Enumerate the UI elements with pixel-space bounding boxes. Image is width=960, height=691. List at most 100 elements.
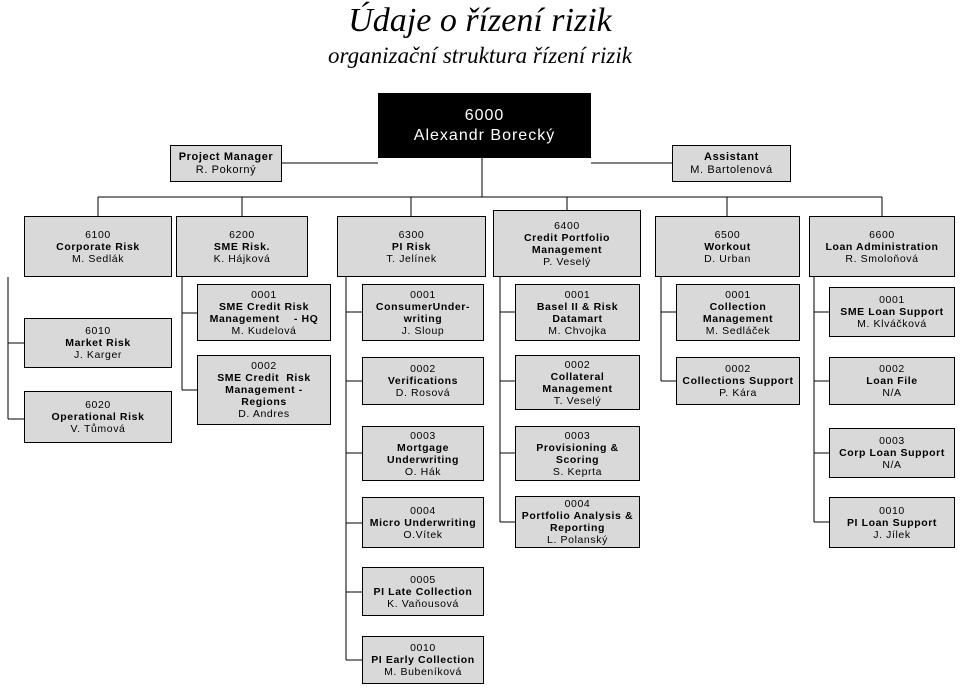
unit-collection-management: 0001 Collection Management M. Sedláček: [676, 284, 800, 341]
unit-person: J. Sloup: [401, 324, 445, 337]
unit-code: 0003: [410, 429, 436, 442]
unit-code: 6020: [85, 399, 111, 411]
unit-name-line1: Verifications: [387, 375, 459, 387]
unit-name-line2: Datamart: [552, 312, 603, 325]
unit-sme-credit-risk-hq: 0001 SME Credit Risk Management - HQ M. …: [197, 284, 331, 341]
unit-person: V. Tůmová: [70, 423, 126, 435]
dept-person: M. Sedlák: [71, 252, 125, 265]
dept-name: PI Risk: [391, 240, 432, 253]
unit-code: 0010: [410, 642, 436, 654]
dept-corporate-risk: 6100 Corporate Risk M. Sedlák: [24, 216, 172, 277]
unit-person: N/A: [882, 459, 902, 471]
unit-name-line1: Collection: [709, 300, 767, 313]
unit-name-line1: Basel II & Risk: [536, 300, 619, 313]
unit-name-line1: Mortgage: [396, 441, 450, 454]
assistant-box: Assistant M. Bartolenová: [672, 145, 791, 182]
unit-code: 0002: [725, 363, 751, 375]
unit-name-line1: SME Credit Risk: [217, 372, 311, 384]
page-subtitle: organizační struktura řízení rizik: [328, 43, 632, 68]
unit-person: M. Bubeníková: [384, 666, 462, 678]
unit-code: 0002: [410, 363, 436, 375]
unit-person: P. Kára: [719, 387, 757, 399]
unit-person: D. Andres: [238, 408, 290, 420]
project-manager-box: Project Manager R. Pokorný: [170, 145, 282, 182]
dept-person: K. Hájková: [213, 252, 271, 265]
page-title: Údaje o řízení rizik: [348, 2, 612, 39]
unit-person: T. Veselý: [553, 394, 602, 407]
dept-loan-administration: 6600 Loan Administration R. Smoloňová: [809, 216, 955, 277]
unit-name-line2: Underwriting: [387, 453, 459, 466]
dept-pi-risk: 6300 PI Risk T. Jelínek: [337, 216, 486, 277]
unit-name-line1: SME Loan Support: [840, 306, 944, 318]
unit-collections-support: 0002 Collections Support P. Kára: [676, 357, 800, 405]
unit-name-line2: Reporting: [550, 522, 605, 534]
dept-name: Loan Administration: [825, 240, 939, 253]
unit-code: 0001: [564, 288, 591, 301]
unit-market-risk: 6010 Market Risk J. Karger: [24, 318, 172, 368]
unit-sme-credit-risk-regions: 0002 SME Credit Risk Management - Region…: [197, 355, 331, 425]
unit-name-line1: Collections Support: [682, 375, 794, 387]
unit-code: 0002: [879, 363, 905, 375]
dept-workout: 6500 Workout D. Urban: [655, 216, 800, 277]
dept-code: 6500: [714, 228, 741, 241]
unit-name-line2: Management - HQ: [209, 312, 319, 325]
dept-person: D. Urban: [704, 252, 751, 265]
unit-person: S. Keprta: [552, 465, 603, 478]
unit-name: Operational Risk: [51, 411, 145, 423]
unit-name-line1: SME Credit Risk: [218, 300, 310, 313]
unit-person: M. Klváčková: [857, 318, 927, 330]
dept-name: Credit Portfolio Management: [523, 231, 610, 256]
unit-person: D. Rosová: [395, 387, 451, 399]
unit-code: 0001: [410, 288, 436, 301]
unit-name-line1: Loan File: [866, 375, 918, 387]
unit-pi-late-collection: 0005 PI Late Collection K. Vaňousová: [362, 567, 484, 616]
unit-code: 0001: [879, 294, 905, 306]
unit-name-line1: PI Early Collection: [371, 654, 475, 666]
unit-pi-loan-support: 0010 PI Loan Support J. Jílek: [829, 497, 955, 548]
unit-person: O. Hák: [404, 465, 442, 478]
unit-name: Market Risk: [65, 337, 131, 349]
unit-name-line1: ConsumerUnder-: [375, 300, 471, 313]
unit-person: J. Karger: [74, 349, 122, 361]
dept-sme-risk: 6200 SME Risk. K. Hájková: [176, 216, 308, 277]
unit-name-line1: Corp Loan Support: [839, 447, 945, 459]
dept-code: 6300: [398, 228, 425, 241]
dept-name: SME Risk.: [213, 240, 271, 253]
unit-person: K. Vaňousová: [387, 597, 459, 610]
unit-name-line1: Portfolio Analysis &: [521, 510, 634, 522]
unit-name-line2: Management: [702, 312, 774, 325]
unit-name-line1: Collateral: [550, 370, 605, 383]
unit-code: 0004: [410, 504, 436, 517]
dept-person: T. Jelínek: [386, 252, 437, 265]
unit-mortgage-underwriting: 0003 Mortgage Underwriting O. Hák: [362, 426, 484, 481]
unit-name-line2: Management -: [225, 384, 303, 396]
unit-person: M. Kudelová: [231, 324, 297, 337]
dept-code: 6100: [85, 228, 111, 241]
dept-person: P. Veselý: [543, 255, 591, 268]
unit-code: 0010: [879, 504, 905, 517]
assistant-person: M. Bartolenová: [690, 163, 773, 176]
unit-code: 0001: [725, 288, 751, 301]
unit-person: M. Sedláček: [705, 324, 771, 337]
unit-name-line2: Management: [542, 382, 613, 395]
unit-pi-early-collection: 0010 PI Early Collection M. Bubeníková: [362, 636, 484, 684]
unit-code: 0001: [251, 288, 277, 301]
unit-person: L. Polanský: [547, 534, 608, 546]
head-box: 6000 Alexandr Borecký: [378, 93, 591, 158]
unit-name-line2: writing: [403, 312, 443, 325]
unit-person: O.Vítek: [403, 528, 443, 541]
unit-code: 6010: [85, 325, 111, 337]
project-manager-person: R. Pokorný: [195, 163, 257, 176]
dept-name: Workout: [704, 240, 751, 253]
unit-person: M. Chvojka: [548, 324, 607, 337]
head-name: Alexandr Borecký: [413, 126, 556, 144]
dept-code: 6600: [869, 228, 895, 241]
unit-person: N/A: [882, 387, 902, 399]
dept-code: 6400: [554, 219, 580, 232]
unit-name-line3: Regions: [241, 396, 287, 408]
unit-code: 0002: [564, 358, 591, 371]
assistant-role: Assistant: [704, 150, 759, 163]
unit-collateral-management: 0002 Collateral Management T. Veselý: [515, 355, 640, 410]
unit-name-line2: Scoring: [555, 453, 600, 466]
